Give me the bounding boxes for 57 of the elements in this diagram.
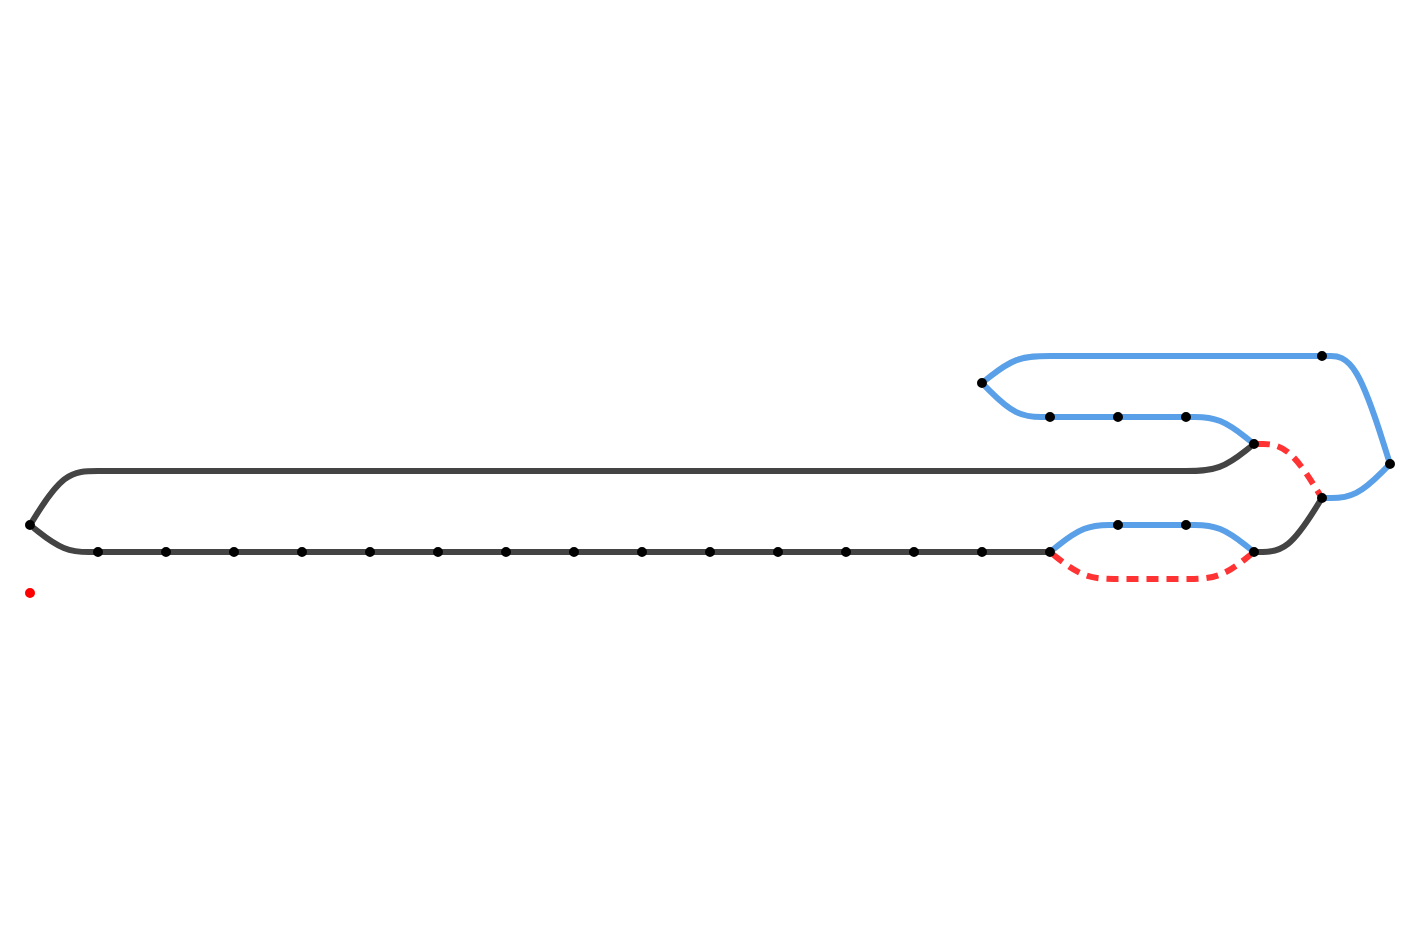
node-circle xyxy=(909,547,919,558)
connector xyxy=(1190,414,1253,445)
connector xyxy=(782,549,842,556)
connector xyxy=(510,549,570,556)
node-circle xyxy=(1249,439,1259,450)
connector xyxy=(986,549,1046,556)
node-circle xyxy=(977,547,987,558)
node-circle xyxy=(1249,547,1259,558)
connector xyxy=(374,549,434,556)
node-circle xyxy=(297,547,307,558)
connector xyxy=(29,444,1253,524)
connector xyxy=(1190,522,1253,553)
node-circle xyxy=(25,520,35,531)
node-circle xyxy=(1385,459,1395,470)
connector xyxy=(646,549,706,556)
connector xyxy=(1051,522,1114,553)
connector xyxy=(918,549,978,556)
node-circle xyxy=(365,547,375,558)
node-circle xyxy=(229,547,239,558)
node-circle xyxy=(1317,493,1327,504)
connector xyxy=(306,549,366,556)
node-circle xyxy=(93,547,103,558)
node-circle xyxy=(501,547,511,558)
node-circle xyxy=(637,547,647,558)
node-circle xyxy=(1181,412,1191,423)
node-circle xyxy=(1045,412,1055,423)
connector xyxy=(850,549,910,556)
connector xyxy=(442,549,502,556)
node-circle xyxy=(1317,351,1327,362)
connector xyxy=(1258,500,1323,556)
connector xyxy=(31,525,94,556)
node-circle xyxy=(1181,520,1191,531)
node-circle xyxy=(433,547,443,558)
connector xyxy=(1326,465,1390,502)
connector xyxy=(714,549,774,556)
connector xyxy=(1054,414,1114,421)
node-circle xyxy=(841,547,851,558)
node-circle xyxy=(1045,547,1055,558)
node-circle xyxy=(25,588,35,599)
connector xyxy=(1258,441,1323,497)
node-circle xyxy=(1113,520,1123,531)
node-circle xyxy=(161,547,171,558)
node-circle xyxy=(773,547,783,558)
node-circle xyxy=(977,378,987,389)
connector xyxy=(1051,552,1253,583)
connector xyxy=(983,353,1318,384)
connector xyxy=(238,549,298,556)
connector xyxy=(1122,414,1182,421)
connector xyxy=(170,549,230,556)
connector xyxy=(578,549,638,556)
connector xyxy=(102,549,162,556)
node-circle xyxy=(1113,412,1123,423)
node-circle xyxy=(705,547,715,558)
connector xyxy=(1326,353,1392,462)
connector xyxy=(1122,522,1182,529)
connector xyxy=(982,384,1046,421)
node-circle xyxy=(569,547,579,558)
